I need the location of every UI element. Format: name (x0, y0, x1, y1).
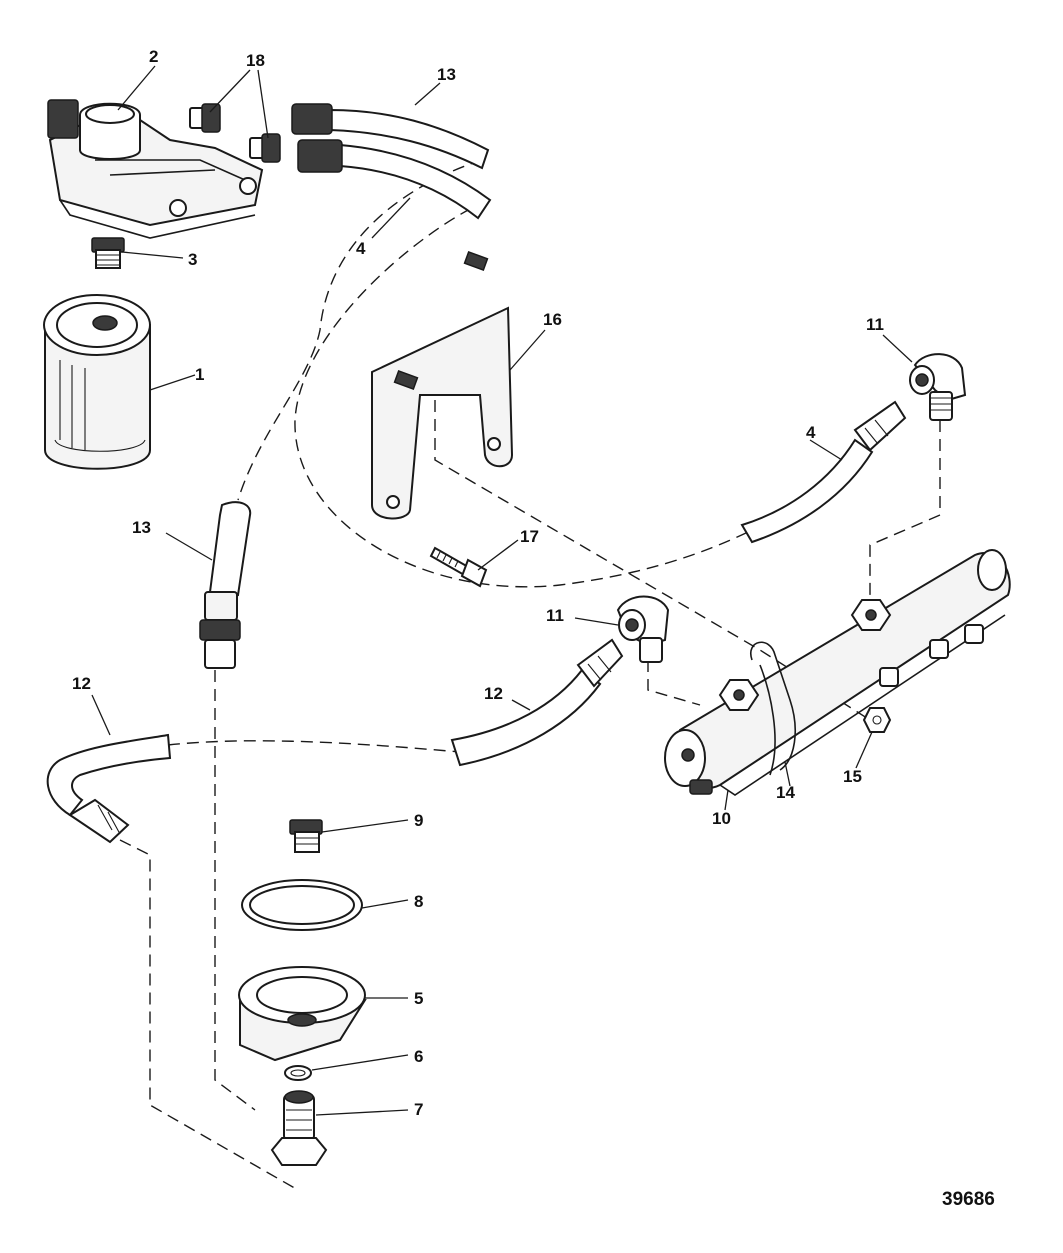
hose-12-left (46, 733, 172, 844)
callout-18: 18 (246, 51, 265, 70)
plug-3 (91, 237, 125, 269)
hose-12-mid (450, 638, 624, 767)
callout-2: 2 (149, 47, 158, 66)
elbow-fitting-11-right (909, 353, 967, 421)
elbow-fitting-11-mid (616, 595, 670, 663)
oil-filter (43, 294, 151, 470)
callout-17: 17 (520, 527, 539, 546)
callout-12: 12 (484, 684, 503, 703)
leader-lines (91, 65, 913, 1116)
callout-9: 9 (414, 811, 423, 830)
callout-12: 12 (72, 674, 91, 693)
plug-9 (289, 819, 323, 853)
o-ring-8 (241, 879, 363, 931)
callout-6: 6 (414, 1047, 423, 1066)
rail-nuts (718, 599, 892, 711)
callout-13: 13 (132, 518, 151, 537)
hose-4-right (740, 400, 907, 544)
callout-3: 3 (188, 250, 197, 269)
adapter-plate-5 (238, 966, 367, 1062)
bracket-16 (371, 250, 514, 520)
fuel-rail-10 (664, 549, 1011, 796)
washer-6 (284, 1065, 312, 1081)
callout-4: 4 (356, 239, 366, 258)
callout-8: 8 (414, 892, 423, 911)
rail-ports (689, 624, 984, 795)
callout-16: 16 (543, 310, 562, 329)
nut-15 (862, 707, 892, 733)
hose-13-top (291, 103, 490, 170)
hose-13-left (199, 501, 252, 669)
callout-4: 4 (806, 423, 816, 442)
hose-4-top (297, 139, 492, 220)
callout-14: 14 (776, 783, 795, 802)
callout-1: 1 (195, 365, 204, 384)
callout-15: 15 (843, 767, 862, 786)
callout-5: 5 (414, 989, 423, 1008)
callout-11: 11 (866, 315, 884, 334)
center-fitting-7 (270, 1090, 328, 1166)
callout-11: 11 (546, 606, 564, 625)
bolt-17 (429, 546, 488, 588)
callout-13: 13 (437, 65, 456, 84)
callout-labels: 2 18 13 3 4 1 16 11 4 13 17 11 12 12 15 … (72, 47, 884, 1119)
fittings-18 (189, 103, 281, 163)
bracket-studs (393, 250, 489, 391)
callout-10: 10 (712, 809, 731, 828)
figure-number: 39686 (942, 1189, 995, 1210)
filter-mount-adapter (47, 99, 264, 239)
clamp-14 (749, 641, 796, 776)
callout-7: 7 (414, 1100, 423, 1119)
